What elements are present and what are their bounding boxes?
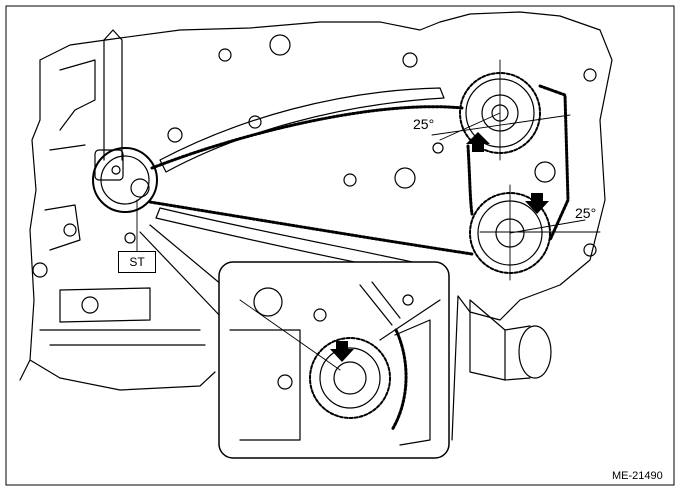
tool-shaft xyxy=(103,29,123,161)
mounting-bolts xyxy=(32,34,597,278)
up-arrow-icon xyxy=(466,132,490,152)
chain-guide xyxy=(155,87,445,279)
crank-sprocket xyxy=(92,147,158,213)
cam-sprocket-lower xyxy=(469,161,556,274)
figure-id: ME-21490 xyxy=(612,470,663,482)
angle-label-left: 25° xyxy=(413,116,435,132)
tool-label-box: ST xyxy=(118,251,156,273)
engine-left-contour xyxy=(44,59,96,251)
timing-chain xyxy=(148,84,570,256)
engine-block-outline xyxy=(19,11,613,441)
down-arrow-icon xyxy=(330,341,354,362)
figure-frame xyxy=(5,5,675,486)
lower-bracket xyxy=(39,287,206,346)
water-pipe xyxy=(469,299,552,381)
angle-ref-line-right xyxy=(479,184,601,281)
callout-line xyxy=(139,224,223,319)
angle-ref-line-left xyxy=(431,59,571,161)
detail-inset-content xyxy=(229,281,441,446)
angle-label-right: 25° xyxy=(575,205,597,221)
detail-inset-frame xyxy=(218,261,450,459)
down-arrow-icon xyxy=(525,193,549,214)
